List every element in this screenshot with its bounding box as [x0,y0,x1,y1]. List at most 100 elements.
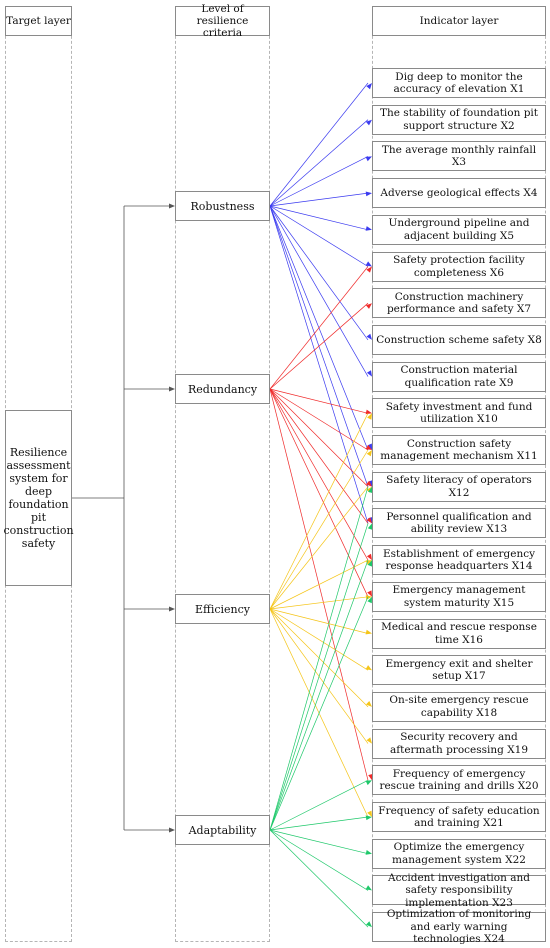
link-c0-x1 [269,82,369,207]
link-c3-x22 [269,829,369,855]
link-c0-x4 [269,192,369,207]
link-c0-x3 [269,156,369,207]
link-arrow-c1-x7 [365,303,372,309]
link-arrow-c2-x11 [366,450,372,457]
link-arrow-c2-x10 [367,413,372,420]
indicator-x15: Emergency management system maturity X15 [372,581,546,612]
indicator-x11: Construction safety management mechanism… [372,435,546,465]
indicator-x10: Safety investment and fund utilization X… [372,398,546,429]
link-c0-x6 [269,205,369,267]
indicator-x7: Construction machinery performance and s… [372,288,546,319]
link-c0-x13 [269,205,369,524]
link-c1-x7 [269,302,369,390]
link-arrow-c1-x13 [366,517,372,524]
criteria-redundancy: Redundancy [175,374,270,404]
indicator-x12: Safety literacy of operators X12 [372,471,546,502]
link-arrow-c3-x14 [367,560,373,567]
link-arrow-c0-x3 [365,156,372,162]
target-box: Resilience assessment system for deep fo… [3,410,74,586]
criteria-arrow-3 [169,827,175,833]
link-c0-x2 [269,119,369,207]
indicator-x3: The average monthly rainfall X3 [372,141,546,172]
link-c1-x12 [269,388,369,487]
link-arrow-c0-x2 [365,119,372,126]
link-arrow-c1-x20 [368,773,373,781]
indicator-x2: The stability of foundation pit support … [372,104,546,135]
link-arrow-c2-x16 [365,629,372,635]
link-arrow-c3-x13 [367,523,373,530]
link-arrow-c1-x12 [366,480,372,487]
link-c2-x17 [269,608,369,671]
criteria-arrow-0 [169,203,175,209]
link-c2-x11 [269,449,369,610]
link-c3-x14 [269,559,369,831]
link-arrow-c0-x9 [366,370,372,377]
link-c2-x16 [269,608,369,634]
link-c1-x10 [269,388,369,414]
link-c1-x6 [269,266,369,390]
link-c1-x11 [269,388,369,451]
link-c3-x23 [269,829,369,891]
indicator-x16: Medical and rescue response time X16 [372,618,546,649]
indicator-x13: Personnel qualification and ability revi… [372,508,546,539]
link-c0-x9 [269,205,369,377]
link-arrow-c0-x8 [366,333,372,340]
link-arrow-c2-x19 [366,737,372,744]
link-arrow-c2-x21 [367,810,372,817]
link-c1-x14 [269,388,369,561]
indicator-x6: Safety protection facility completeness … [372,251,546,282]
link-arrow-c1-x6 [366,266,372,273]
indicator-x23: Accident investigation and safety respon… [372,872,546,909]
indicator-x17: Emergency exit and shelter setup X17 [372,655,546,686]
indicator-x18: On-site emergency rescue capability X18 [372,691,546,722]
link-c3-x13 [269,523,369,831]
indicator-x4: Adverse geological effects X4 [372,178,546,209]
link-arrow-c3-x15 [367,596,372,604]
indicator-x24: Optimization of monitoring and early war… [372,908,546,945]
indicator-x20: Frequency of emergency rescue training a… [372,765,546,796]
target-layer-header: Target layer [5,6,72,36]
indicator-x5: Underground pipeline and adjacent buildi… [372,214,546,245]
link-arrow-c0-x6 [365,261,372,267]
link-arrow-c0-x1 [366,83,372,90]
indicator-x1: Dig deep to monitor the accuracy of elev… [372,68,546,98]
link-arrow-c0-x4 [365,191,372,197]
link-arrow-c3-x24 [366,921,372,928]
link-c3-x21 [269,816,369,831]
link-c1-x13 [269,388,369,524]
link-c3-x12 [269,486,369,831]
link-arrow-c0-x5 [365,226,372,231]
criteria-arrow-1 [169,386,175,392]
indicator-x21: Frequency of safety education and traini… [372,802,546,832]
link-arrow-c1-x10 [365,409,372,415]
link-arrow-c0-x11 [367,443,372,450]
link-arrow-c2-x17 [365,665,372,671]
criteria-robustness: Robustness [175,191,270,221]
link-c2-x15 [269,596,369,610]
link-arrow-c2-x12 [366,486,372,493]
link-c2-x10 [269,413,369,610]
link-c3-x24 [269,829,369,928]
indicator-x14: Establishment of emergency response head… [372,545,546,576]
link-arrow-c3-x12 [368,486,373,494]
link-arrow-c3-x20 [365,780,372,786]
link-arrow-c3-x23 [365,885,372,891]
link-arrow-c1-x14 [366,553,372,561]
link-arrow-c2-x18 [366,701,372,707]
link-c3-x15 [269,596,369,831]
link-c1-x15 [269,388,369,597]
criteria-arrow-2 [169,606,175,612]
indicator-x8: Construction scheme safety X8 [372,324,546,355]
link-arrow-c1-x11 [365,444,372,450]
indicator-x22: Optimize the emergency management system… [372,838,546,869]
criteria-efficiency: Efficiency [175,594,270,624]
link-c0-x5 [269,205,369,231]
indicator-x19: Security recovery and aftermath processi… [372,728,546,759]
indicator-x9: Construction material qualification rate… [372,361,546,392]
link-c3-x20 [269,779,369,831]
indicator-layer-header: Indicator layer [372,6,546,36]
link-arrow-c3-x22 [365,850,372,855]
link-arrow-c3-x21 [365,815,372,821]
criteria-layer-header: Level of resilience criteria [175,3,270,39]
